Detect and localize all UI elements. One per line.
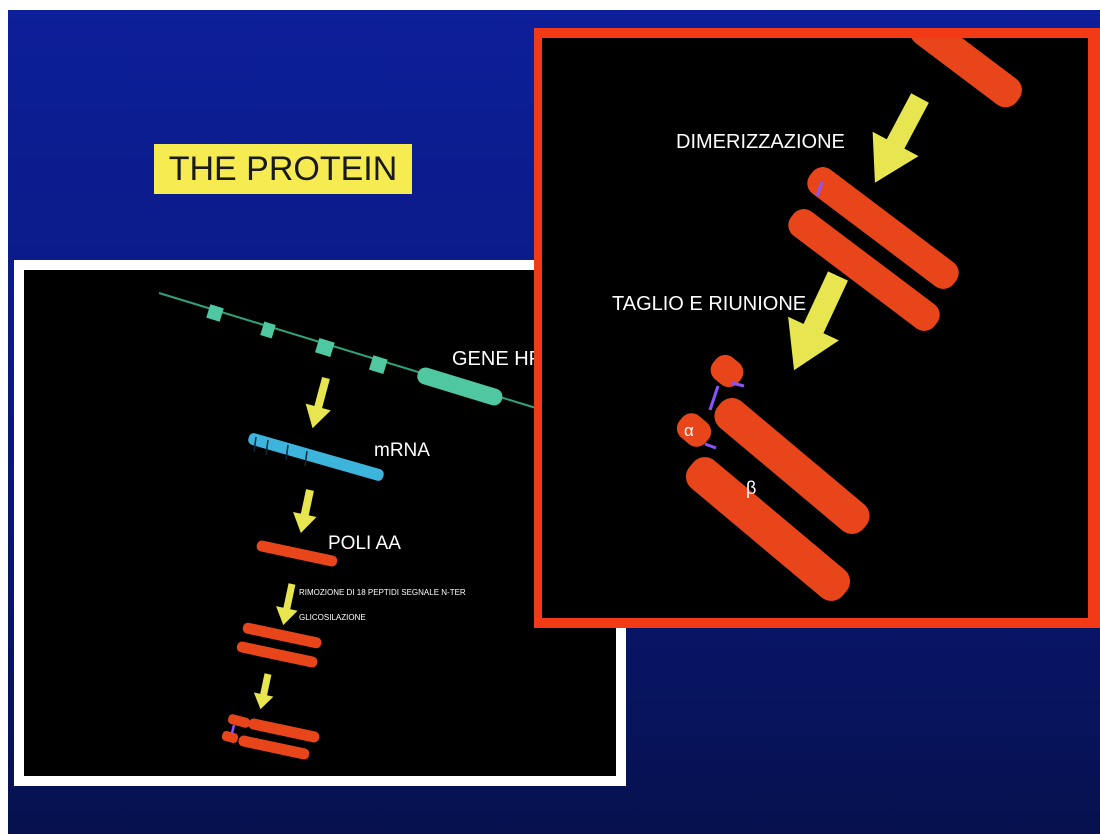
mrna-strand <box>247 432 385 482</box>
beta-label: β <box>746 478 756 498</box>
pathway-diagram: GENE HP mRNA POLI AA <box>24 270 616 776</box>
removal-label: RIMOZIONE DI 18 PEPTIDI SEGNALE N-TER <box>299 588 466 597</box>
mature-protein <box>221 713 320 760</box>
arrow-icon <box>769 264 864 382</box>
tetramer <box>672 350 876 607</box>
polypeptide <box>256 540 338 568</box>
cut-rejoin-label: TAGLIO E RIUNIONE <box>612 293 806 315</box>
page-title: THE PROTEIN <box>154 144 412 194</box>
glycosylated-chains <box>236 622 323 669</box>
arrow-icon <box>289 488 322 536</box>
right-panel: DIMERIZZAZIONE TAGLIO E RIUNIONE <box>542 38 1088 618</box>
right-panel-frame: DIMERIZZAZIONE TAGLIO E RIUNIONE <box>534 28 1100 628</box>
glycosylation-label: GLICOSILAZIONE <box>299 613 366 622</box>
top-border <box>0 0 1100 10</box>
arrow-icon <box>852 86 943 195</box>
arrow-icon <box>300 375 339 432</box>
mrna-label: mRNA <box>374 440 430 461</box>
gene-label: GENE HP <box>452 348 542 370</box>
left-panel: GENE HP mRNA POLI AA <box>24 270 616 776</box>
assembly-diagram: DIMERIZZAZIONE TAGLIO E RIUNIONE <box>542 38 1088 618</box>
alpha-label: α <box>684 421 694 440</box>
dimerization-label: DIMERIZZAZIONE <box>676 131 845 153</box>
exon-1 <box>206 304 223 321</box>
poly-label: POLI AA <box>328 533 401 554</box>
exon-5 <box>415 365 504 407</box>
arrow-icon <box>251 672 278 711</box>
left-border <box>0 0 8 834</box>
